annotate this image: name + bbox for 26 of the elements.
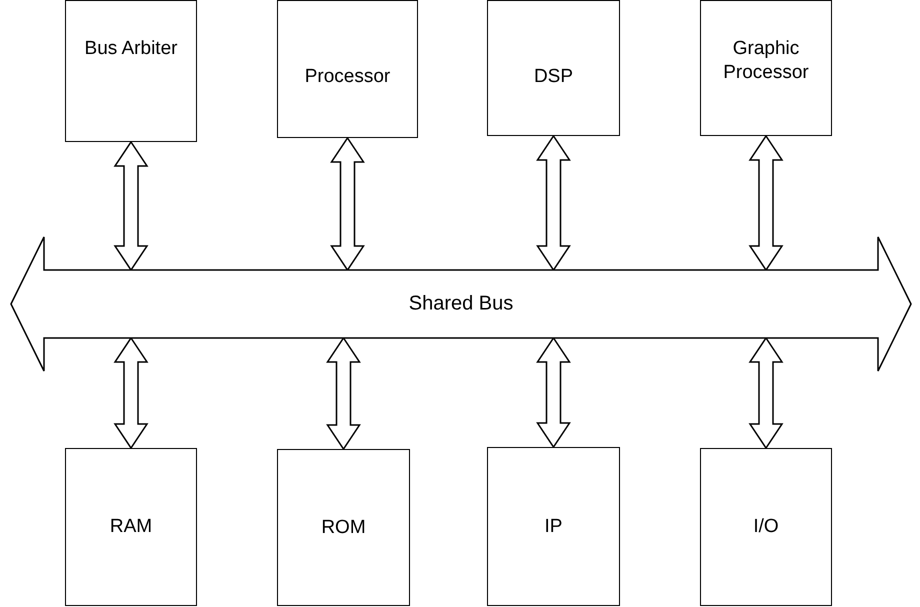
double-arrow	[114, 140, 148, 272]
bus-arrow	[10, 236, 912, 372]
double-arrow	[536, 134, 571, 272]
double-arrow	[114, 336, 148, 450]
component-label: Bus Arbiter	[84, 37, 178, 61]
component-label: Processor	[304, 65, 390, 89]
bus-label: Shared Bus	[408, 292, 514, 316]
component-label: DSP	[534, 65, 574, 89]
double-arrow	[748, 336, 784, 450]
double-arrow	[330, 136, 365, 272]
component-box	[487, 447, 620, 606]
component-label: RAM	[110, 515, 152, 539]
component-box	[65, 0, 197, 142]
component-box	[277, 449, 410, 606]
component-label: ROM	[321, 516, 366, 540]
double-arrow	[748, 134, 784, 272]
double-arrow	[536, 336, 571, 448]
component-label: Graphic Processor	[722, 37, 810, 85]
component-box	[700, 448, 832, 606]
component-box	[65, 448, 197, 606]
component-box	[700, 0, 832, 136]
component-box	[277, 0, 418, 138]
component-label: IP	[544, 514, 562, 538]
double-arrow	[326, 336, 361, 450]
component-box	[487, 0, 620, 136]
component-label: I/O	[753, 515, 779, 539]
